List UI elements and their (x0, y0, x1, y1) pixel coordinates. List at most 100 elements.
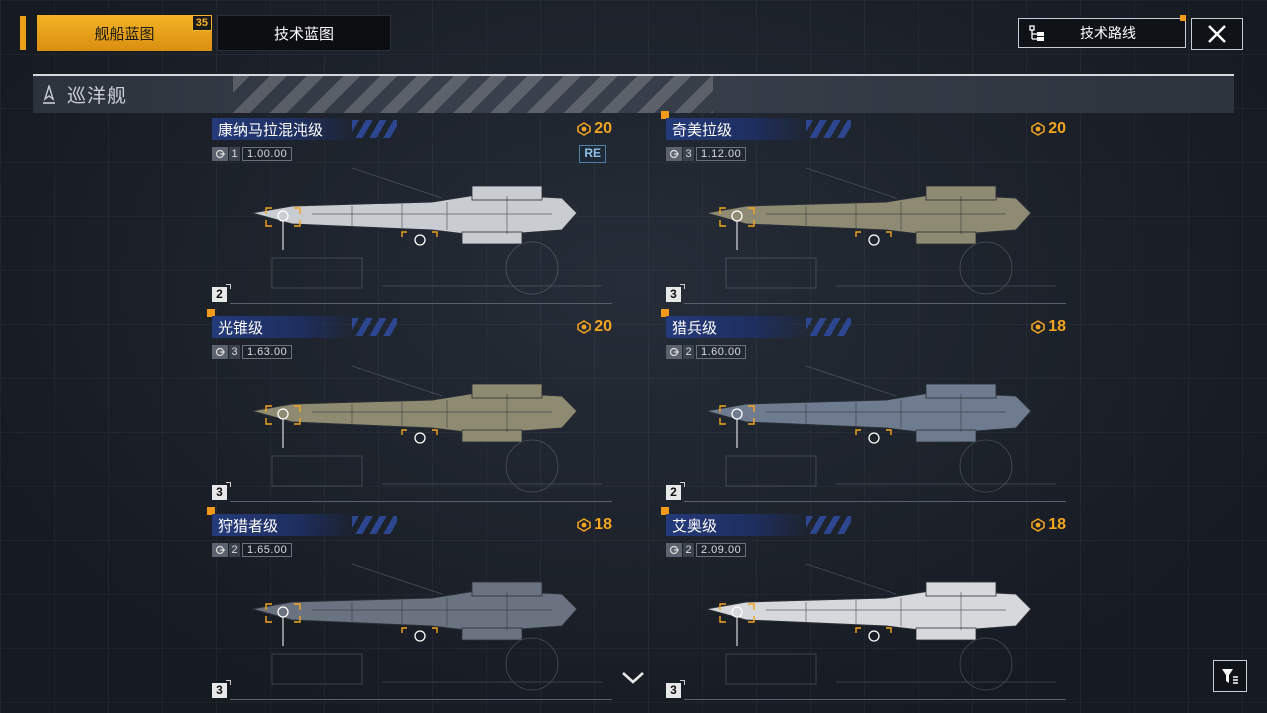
card-base-line (230, 303, 612, 304)
ship-count: 3 (212, 482, 231, 500)
new-marker (661, 111, 669, 119)
new-marker (207, 309, 215, 317)
ship-illustration (705, 167, 1056, 295)
ship-illustration (705, 365, 1056, 493)
ship-card[interactable]: 猎兵级 18 2 1.60.00 (661, 309, 1066, 502)
ship-illustration (251, 167, 602, 295)
ship-card[interactable]: 狩猎者级 18 2 1.65.00 (207, 507, 612, 700)
filter-button[interactable] (1213, 660, 1247, 692)
close-button[interactable] (1191, 18, 1243, 50)
tab-ship-blueprints[interactable]: 舰船蓝图 35 (37, 15, 212, 51)
weapon-type-icon (212, 146, 228, 161)
weapon-type-icon (212, 542, 228, 557)
tech-route-button[interactable]: 技术路线 (1018, 15, 1186, 48)
blueprint-cost-icon (577, 518, 591, 532)
ship-stats: 1 1.00.00 (212, 145, 293, 162)
ship-cost: 18 (577, 516, 612, 534)
ship-stat-value: 1.00.00 (242, 146, 293, 161)
ship-cost: 18 (1031, 318, 1066, 336)
card-base-line (230, 501, 612, 502)
notification-dot (1180, 15, 1186, 21)
blueprint-count-badge: 35 (191, 15, 212, 31)
re-badge: RE (579, 145, 606, 163)
ship-name: 奇美拉级 (666, 118, 811, 140)
blueprint-cost-icon (1031, 320, 1045, 334)
section-header: 巡洋舰 (33, 74, 1234, 113)
ship-name: 猎兵级 (666, 316, 811, 338)
new-marker (661, 507, 669, 515)
ship-stat-value: 1.65.00 (242, 542, 293, 557)
ship-stat-value: 1.63.00 (242, 344, 293, 359)
cruiser-class-icon (43, 84, 55, 104)
ship-cost: 20 (1031, 120, 1066, 138)
weapon-type-icon (212, 344, 228, 359)
ship-card[interactable]: 艾奥级 18 2 2.09.00 (661, 507, 1066, 700)
cost-value: 18 (1048, 516, 1066, 533)
scroll-down-chevron-icon[interactable] (620, 668, 646, 688)
name-stripes (352, 318, 397, 336)
tab-label: 技术蓝图 (273, 25, 334, 43)
ship-count: 3 (666, 680, 685, 698)
tab-label: 舰船蓝图 (94, 25, 155, 43)
cost-value: 20 (594, 318, 612, 335)
name-stripes (806, 318, 851, 336)
filter-icon (1222, 669, 1238, 684)
name-stripes (352, 516, 397, 534)
ship-illustration (251, 365, 602, 493)
ship-cost: 18 (1031, 516, 1066, 534)
cost-value: 20 (1048, 120, 1066, 137)
ship-tier: 3 (229, 344, 240, 359)
ship-count: 3 (212, 680, 231, 698)
cost-value: 20 (594, 120, 612, 137)
card-base-line (684, 501, 1066, 502)
ship-card[interactable]: 光锥级 20 3 1.63.00 (207, 309, 612, 502)
ship-stat-value: 1.60.00 (696, 344, 747, 359)
ship-stat-value: 1.12.00 (696, 146, 747, 161)
ship-count: 2 (666, 482, 685, 500)
ship-stats: 3 1.63.00 (212, 343, 293, 360)
ship-illustration (705, 563, 1056, 691)
ship-tier: 2 (683, 344, 694, 359)
ship-cost: 20 (577, 318, 612, 336)
ship-count: 2 (212, 284, 231, 302)
name-stripes (352, 120, 397, 138)
ship-illustration (251, 563, 602, 691)
blueprint-cost-icon (577, 320, 591, 334)
tab-accent-bar (20, 16, 26, 50)
ship-card[interactable]: 康纳马拉混沌级 20 1 1.00.00 RE (212, 118, 612, 304)
ship-cost: 20 (577, 120, 612, 138)
name-stripes (806, 516, 851, 534)
card-base-line (230, 699, 612, 700)
name-stripes (806, 120, 851, 138)
cost-value: 18 (1048, 318, 1066, 335)
close-icon (1208, 25, 1226, 43)
blueprint-cost-icon (1031, 122, 1045, 136)
tech-tree-icon (1029, 25, 1044, 41)
ship-name: 狩猎者级 (212, 514, 357, 536)
card-base-line (684, 303, 1066, 304)
ship-tier: 1 (229, 146, 240, 161)
ship-card[interactable]: 奇美拉级 20 3 1.12.00 (661, 111, 1066, 304)
header-stripes (233, 76, 713, 113)
ship-name: 康纳马拉混沌级 (212, 118, 357, 140)
ship-stats: 3 1.12.00 (666, 145, 747, 162)
ship-tier: 3 (683, 146, 694, 161)
weapon-type-icon (666, 146, 682, 161)
ship-stats: 2 2.09.00 (666, 541, 747, 558)
blueprint-cost-icon (1031, 518, 1045, 532)
ship-stats: 2 1.65.00 (212, 541, 293, 558)
ship-tier: 2 (683, 542, 694, 557)
ship-stat-value: 2.09.00 (696, 542, 747, 557)
cost-value: 18 (594, 516, 612, 533)
ship-stats: 2 1.60.00 (666, 343, 747, 360)
tab-tech-blueprints[interactable]: 技术蓝图 (217, 15, 391, 51)
blueprint-cost-icon (577, 122, 591, 136)
ship-tier: 2 (229, 542, 240, 557)
weapon-type-icon (666, 344, 682, 359)
card-base-line (684, 699, 1066, 700)
top-bar: 舰船蓝图 35 技术蓝图 技术路线 (0, 0, 1267, 60)
new-marker (661, 309, 669, 317)
section-title: 巡洋舰 (67, 86, 128, 107)
new-marker (207, 507, 215, 515)
ship-name: 艾奥级 (666, 514, 811, 536)
